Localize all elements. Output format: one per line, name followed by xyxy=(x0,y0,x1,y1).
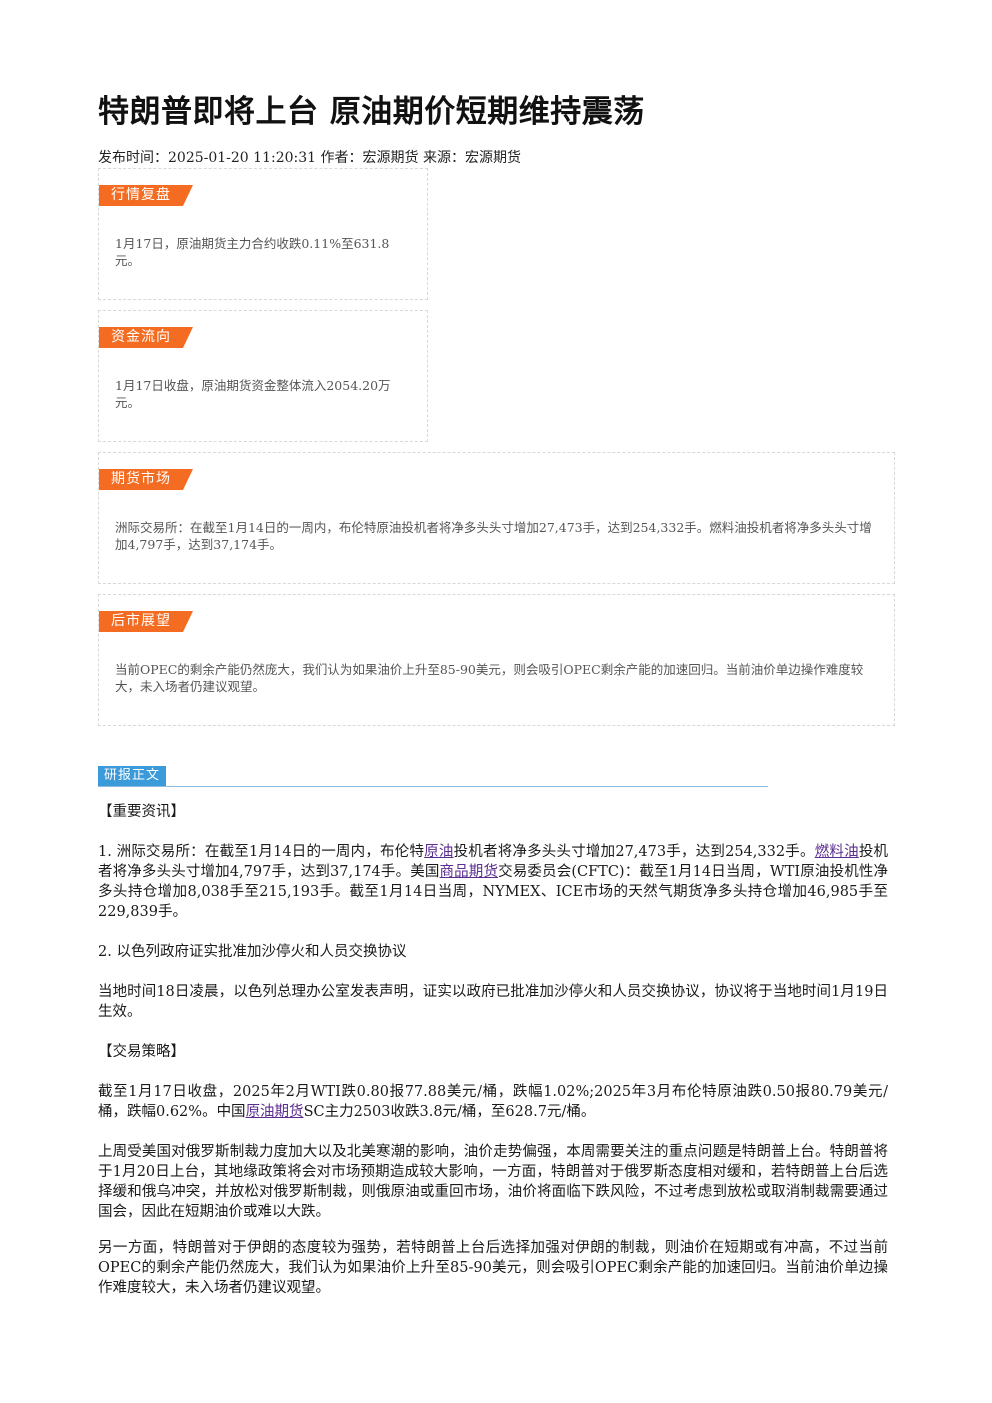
summary-box-market-review: 行情复盘 1月17日，原油期货主力合约收跌0.11%至631.8元。 xyxy=(98,168,428,300)
link-fuel-oil[interactable]: 燃料油 xyxy=(814,844,859,860)
section-text: 当前OPEC的剩余产能仍然庞大，我们认为如果油价上升至85-90美元，则会吸引O… xyxy=(115,662,864,694)
report-tag: 研报正文 xyxy=(98,766,167,786)
strategy-paragraph-3: 另一方面，特朗普对于伊朗的态度较为强势，若特朗普上台后选择加强对伊朗的制裁，则油… xyxy=(98,1240,888,1296)
text-span: 1. 洲际交易所：在截至1月14日的一周内，布伦特 xyxy=(98,844,425,860)
section-tag: 资金流向 xyxy=(99,327,193,348)
news-paragraph-1: 1. 洲际交易所：在截至1月14日的一周内，布伦特原油投机者将净多头头寸增加27… xyxy=(98,842,888,922)
page-title: 特朗普即将上台 原油期价短期维持震荡 xyxy=(98,94,645,130)
section-tag: 后市展望 xyxy=(99,611,193,632)
news-paragraph-2: 2. 以色列政府证实批准加沙停火和人员交换协议 xyxy=(98,944,407,960)
text-span: 交易委员会(CFTC)：截至1月14日当周，WTI原油投机性净多头持仓增加8,0… xyxy=(98,864,889,920)
summary-box-futures-market: 期货市场 洲际交易所：在截至1月14日的一周内，布伦特原油投机者将净多头头寸增加… xyxy=(98,452,895,584)
report-header: 研报正文 xyxy=(98,766,768,787)
article-meta: 发布时间：2025-01-20 11:20:31 作者：宏源期货 来源：宏源期货 xyxy=(98,150,521,166)
section-tag: 期货市场 xyxy=(99,469,193,490)
section-text: 1月17日收盘，原油期货资金整体流入2054.20万元。 xyxy=(115,378,391,410)
link-crude-oil[interactable]: 原油 xyxy=(424,844,454,860)
text-span: 投机者将净多头头寸增加27,473手，达到254,332手。 xyxy=(453,844,815,860)
news-paragraph-3: 当地时间18日凌晨，以色列总理办公室发表声明，证实以政府已批准加沙停火和人员交换… xyxy=(98,984,888,1020)
text-span: 投机者将净多头头寸增加4,797手，达到37,174手。美国 xyxy=(98,844,889,880)
summary-box-outlook: 后市展望 当前OPEC的剩余产能仍然庞大，我们认为如果油价上升至85-90美元，… xyxy=(98,594,895,726)
strategy-paragraph-2: 上周受美国对俄罗斯制裁力度加大以及北美寒潮的影响，油价走势偏强，本周需要关注的重… xyxy=(98,1144,888,1220)
section-heading: 【交易策略】 xyxy=(98,1044,185,1060)
summary-box-capital-flow: 资金流向 1月17日收盘，原油期货资金整体流入2054.20万元。 xyxy=(98,310,428,442)
section-text: 1月17日，原油期货主力合约收跌0.11%至631.8元。 xyxy=(115,236,390,268)
section-text: 洲际交易所：在截至1月14日的一周内，布伦特原油投机者将净多头头寸增加27,47… xyxy=(115,520,872,552)
section-heading: 【重要资讯】 xyxy=(98,804,185,820)
section-tag: 行情复盘 xyxy=(99,185,193,206)
text-span: SC主力2503收跌3.8元/桶，至628.7元/桶。 xyxy=(303,1104,596,1120)
link-commodity-futures[interactable]: 商品期货 xyxy=(439,864,499,880)
strategy-paragraph-1: 截至1月17日收盘，2025年2月WTI跌0.80报77.88美元/桶，跌幅1.… xyxy=(98,1082,888,1122)
text-span: 截至1月17日收盘，2025年2月WTI跌0.80报77.88美元/桶，跌幅1.… xyxy=(98,1084,888,1120)
link-crude-futures[interactable]: 原油期货 xyxy=(245,1104,304,1120)
